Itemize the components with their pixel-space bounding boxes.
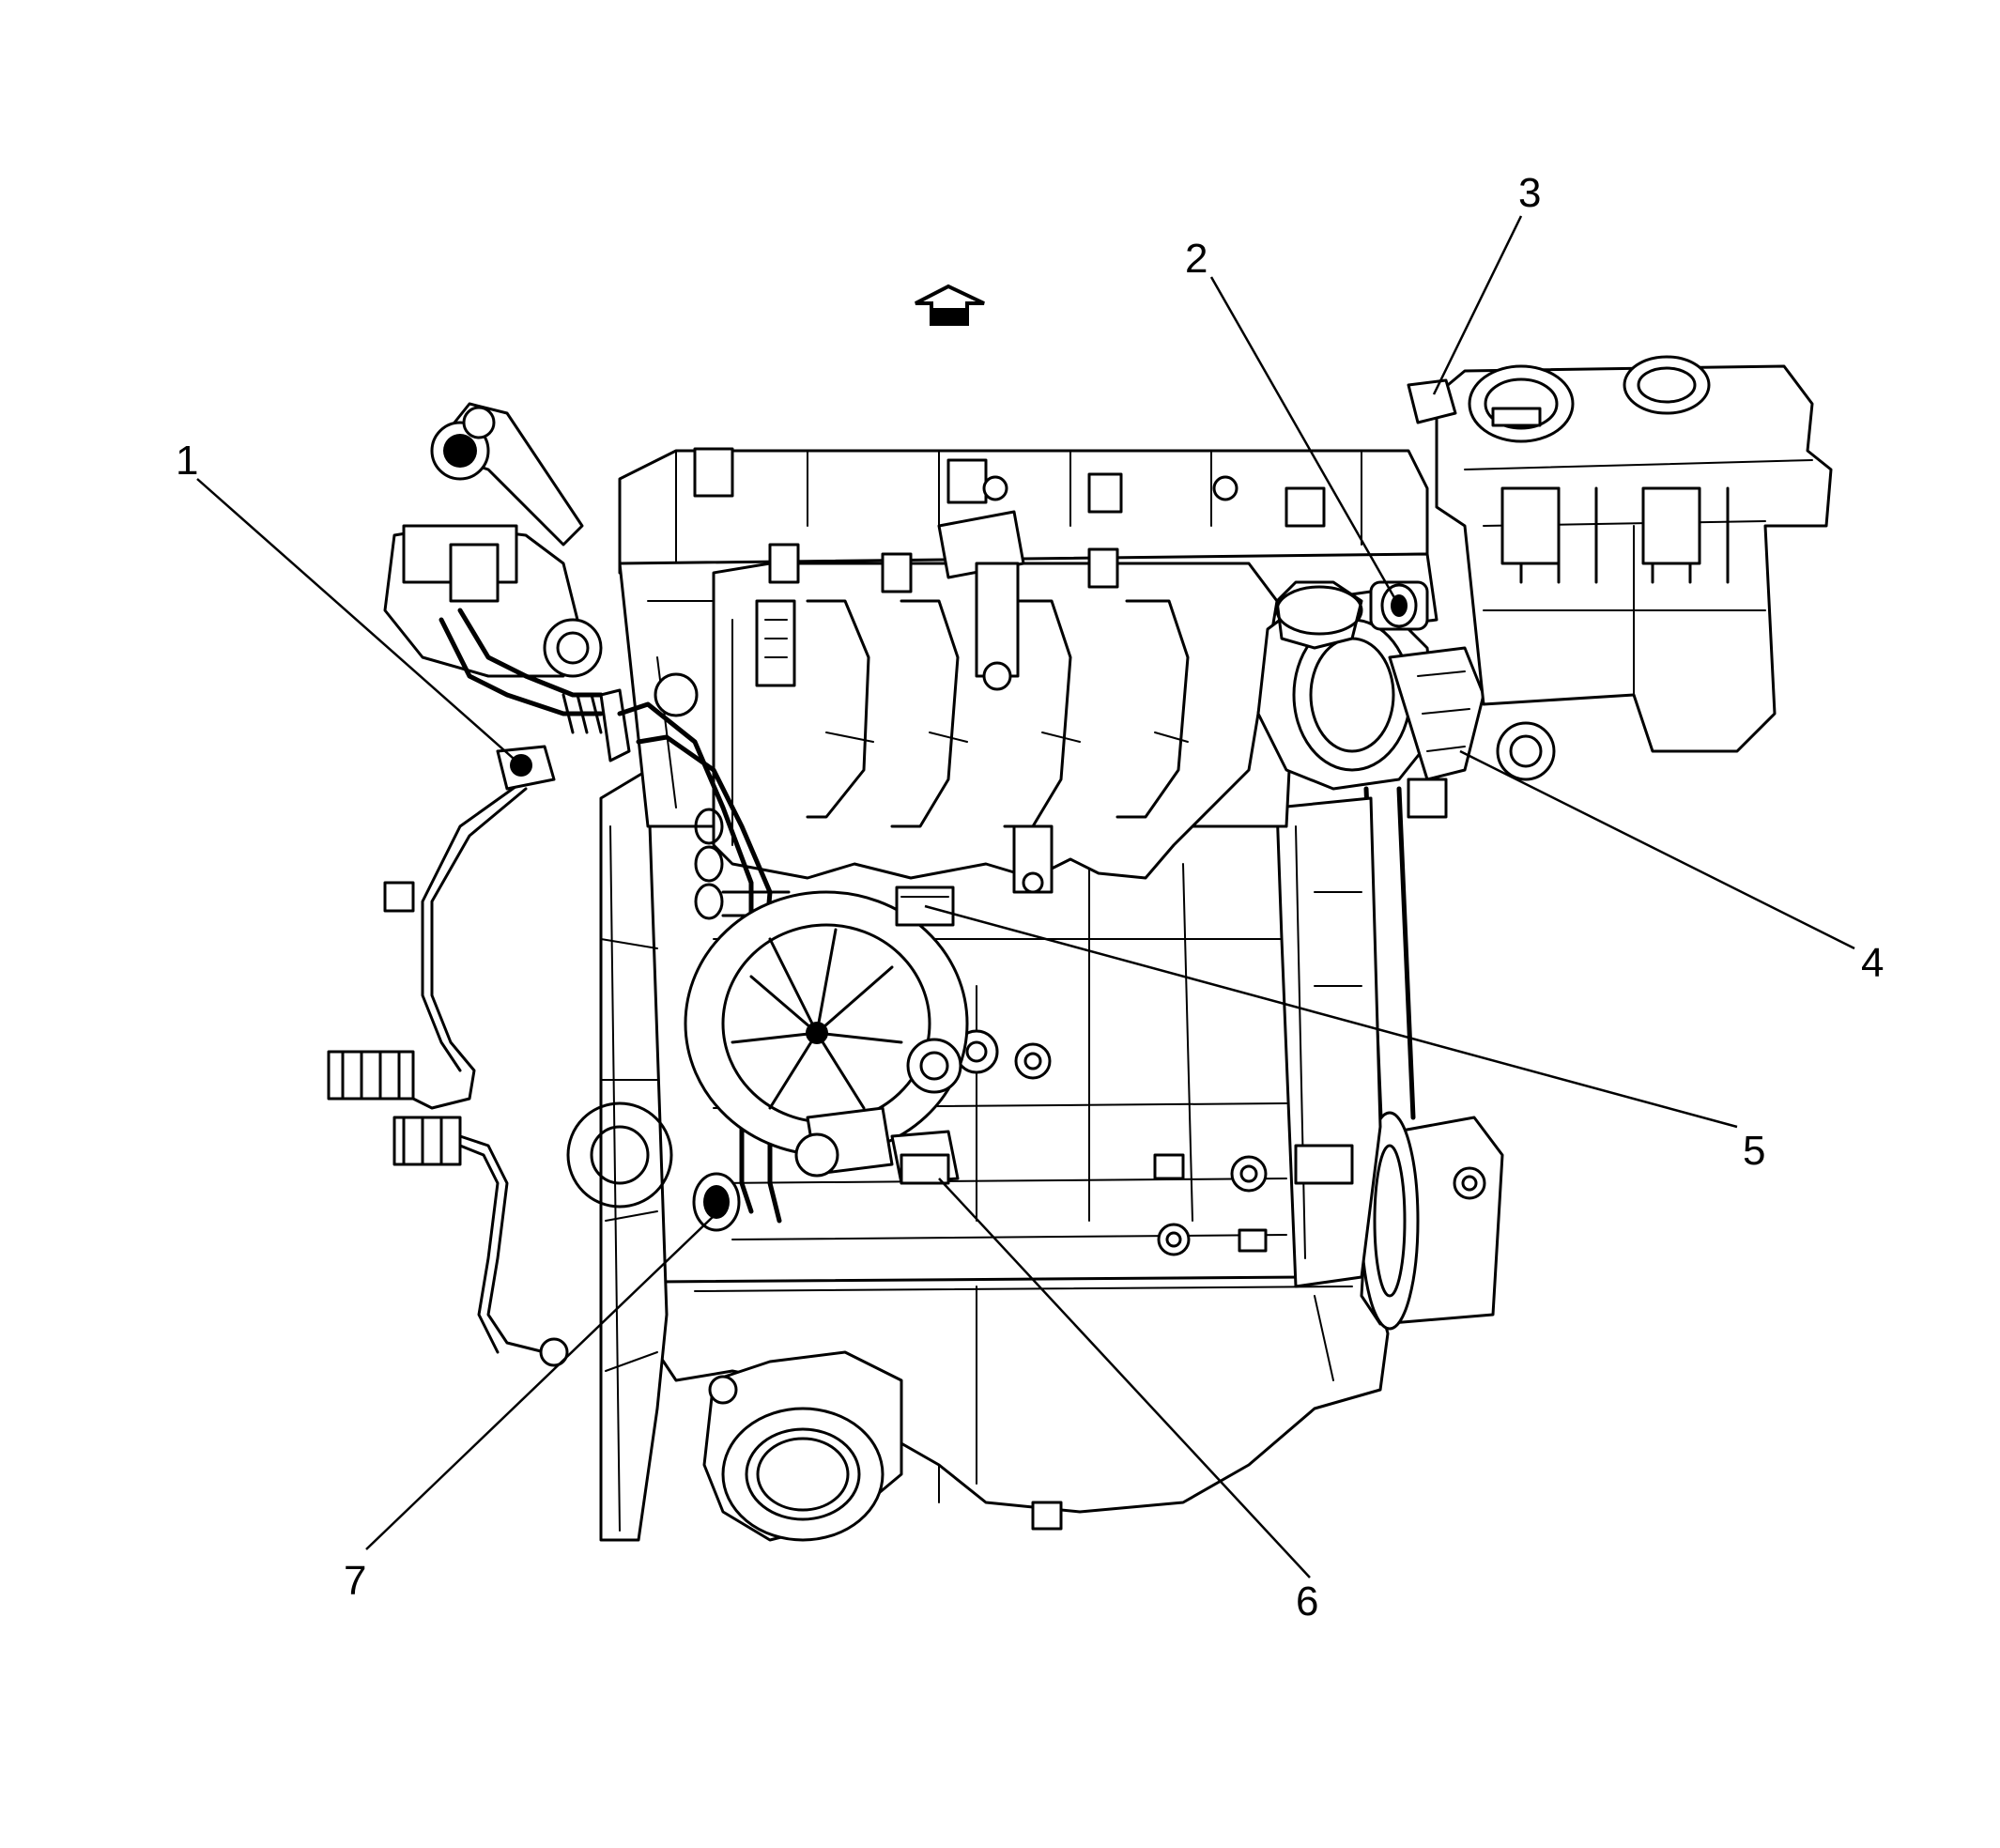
coolant-hose (438, 608, 631, 762)
timing-cover (1275, 796, 1382, 1288)
callout-6: 6 (1296, 1578, 1318, 1625)
camshaft-sensor (1369, 580, 1429, 631)
leader-lines (196, 215, 1855, 1578)
leader-3 (1432, 215, 1523, 395)
air-inlet-duct (1275, 580, 1363, 650)
water-pump (684, 890, 969, 1157)
crankshaft-pulley (1360, 1111, 1504, 1331)
callout-4: 4 (1861, 940, 1884, 986)
leader-7 (365, 1215, 715, 1550)
leader-6 (938, 1178, 1311, 1578)
sensor-harness (383, 778, 565, 1354)
leader-5 (924, 904, 1738, 1129)
harness-connector (327, 1050, 569, 1367)
callout-1: 1 (176, 438, 198, 484)
up-arrow-icon (915, 284, 985, 326)
leader-1 (196, 478, 522, 766)
callout-7: 7 (344, 1558, 366, 1604)
intake-manifold (712, 510, 1279, 894)
crankshaft-position-sensor (692, 1172, 741, 1232)
exhaust-outlet (702, 1350, 903, 1542)
egr-bracket (430, 402, 584, 547)
leader-2 (1209, 276, 1398, 602)
leader-4 (1459, 749, 1855, 950)
cam-cover (618, 447, 1429, 575)
oil-pan (646, 1270, 1390, 1531)
callout-5: 5 (1743, 1128, 1765, 1174)
callout-labels: 1 2 3 4 5 6 7 (176, 170, 1884, 1625)
callout-3: 3 (1518, 170, 1541, 216)
air-cleaner-housing (1407, 355, 1833, 781)
egr-valve (383, 524, 603, 678)
callout-2: 2 (1185, 236, 1208, 282)
